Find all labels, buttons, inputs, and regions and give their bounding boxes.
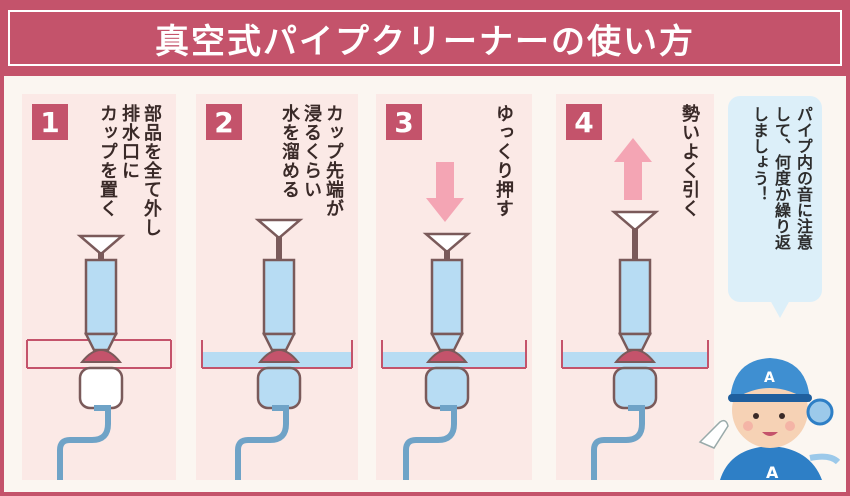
step-illustration-1 — [26, 234, 172, 480]
step-illustration-3 — [381, 162, 527, 480]
character-scarf — [809, 453, 840, 465]
step-illustration-4 — [561, 138, 709, 480]
character-mouth — [762, 432, 778, 436]
worker-character: A A — [698, 358, 840, 482]
step-panel-1: 1 部品を全て外し 排水口に カップを置く — [22, 94, 176, 480]
page-title: 真空式パイプクリーナーの使い方 — [155, 21, 695, 62]
cap-letter: A — [764, 370, 775, 386]
title-border: 真空式パイプクリーナーの使い方 — [8, 10, 842, 66]
character-cap — [730, 358, 810, 402]
bubble-text: パイプ内の音に注意 して、何度か繰り返 しましょう！ — [750, 106, 813, 250]
down-arrow-shaft — [436, 162, 454, 200]
character-shirt — [720, 446, 822, 480]
character-eye-left — [753, 413, 759, 419]
up-arrow-icon — [614, 138, 652, 162]
character-ear-muff — [806, 398, 834, 426]
step-illustration-2 — [201, 218, 353, 480]
pointing-hand-icon — [698, 419, 729, 449]
step-number-2: 2 — [206, 104, 242, 140]
speech-bubble-tail — [770, 300, 790, 318]
step-panel-2: 2 カップ先端が 浸るくらい 水を溜める — [196, 94, 358, 480]
up-arrow-shaft — [624, 160, 642, 200]
step-number-4: 4 — [566, 104, 602, 140]
step-text-2: カップ先端が 浸るくらい 水を溜める — [279, 104, 344, 218]
step-number-1: 1 — [32, 104, 68, 140]
cap-brim — [728, 394, 812, 402]
step-panel-3: 3 ゆっくり押す — [376, 94, 532, 480]
step-panel-4: 4 勢いよく引く — [556, 94, 714, 480]
step-text-3: ゆっくり押す — [493, 104, 514, 218]
step-text-1: 部品を全て外し 排水口に カップを置く — [97, 104, 162, 237]
step-number-3: 3 — [386, 104, 422, 140]
shirt-letter: A — [766, 463, 779, 482]
speech-bubble: パイプ内の音に注意 して、何度か繰り返 しましょう！ — [728, 96, 822, 302]
step-text-4: 勢いよく引く — [679, 104, 700, 218]
title-banner: 真空式パイプクリーナーの使い方 — [0, 0, 850, 76]
down-arrow-icon — [426, 198, 464, 222]
character-eye-right — [779, 413, 785, 419]
